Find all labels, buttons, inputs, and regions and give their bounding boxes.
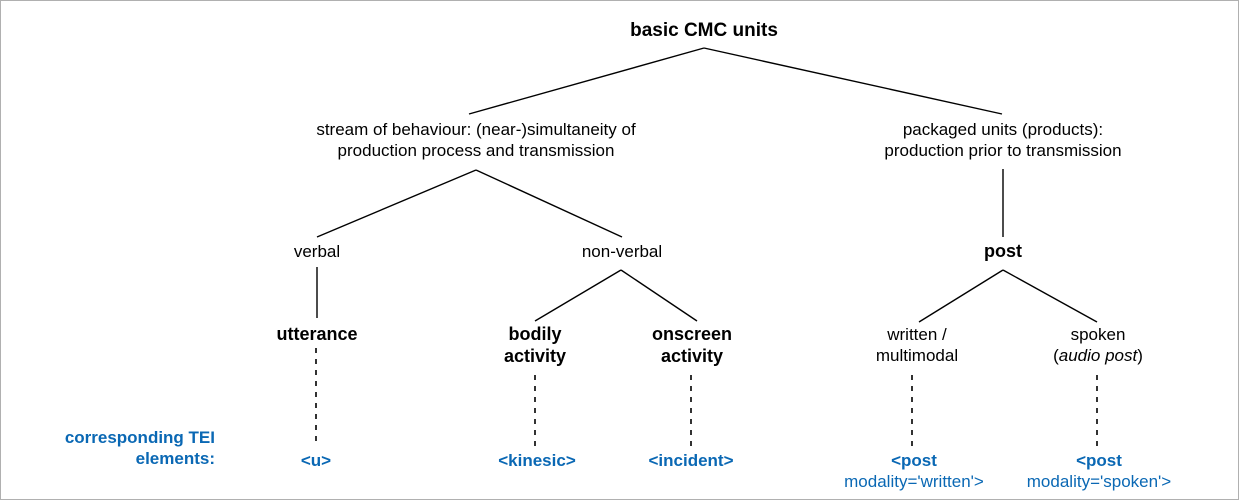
node-verbal-label: verbal — [293, 242, 341, 261]
node-onscreen-activity-line2: activity — [660, 345, 724, 366]
tei-elements-caption-line1: corresponding TEI — [64, 428, 215, 447]
tei-element-incident-name: <incident> — [648, 451, 734, 470]
tei-element-post-spoken-attr: modality='spoken'> — [1026, 471, 1172, 491]
edge-nonverbal-to-bodily — [534, 269, 622, 322]
node-spoken-audio-post-line1: spoken — [1070, 325, 1126, 344]
node-stream-of-behaviour-line2: production process and transmission — [337, 140, 615, 160]
node-basic-cmc-units: basic CMC units — [630, 19, 778, 42]
edge-post-to-spoken — [1002, 269, 1098, 323]
tei-element-post-spoken-name: <post — [1076, 451, 1122, 470]
tei-element-post-spoken: <post modality='spoken'> — [1027, 451, 1171, 492]
node-utterance-label: utterance — [276, 324, 358, 344]
node-bodily-activity-line2: activity — [503, 345, 567, 366]
node-post: post — [984, 241, 1022, 263]
node-basic-cmc-units-label: basic CMC units — [630, 20, 778, 41]
node-written-multimodal-line2: multimodal — [875, 345, 959, 365]
node-utterance: utterance — [276, 324, 357, 346]
tei-elements-caption-line2: elements: — [135, 448, 215, 468]
edge-nonverbal-to-onscreen — [620, 269, 698, 322]
tei-element-post-written: <post modality='written'> — [844, 451, 984, 492]
node-spoken-audio-post: spoken (audio post) — [1053, 325, 1143, 366]
tei-element-post-written-attr: modality='written'> — [844, 471, 984, 491]
node-spoken-paren-close: ) — [1137, 345, 1143, 365]
node-stream-of-behaviour-line1: stream of behaviour: (near-)simultaneity… — [316, 120, 636, 139]
node-spoken-audio-post-italic: audio post — [1058, 345, 1138, 365]
node-bodily-activity-line1: bodily — [508, 324, 562, 344]
node-onscreen-activity: onscreen activity — [652, 324, 732, 368]
node-spoken-paren-open: ( — [1053, 345, 1059, 365]
tei-element-kinesic: <kinesic> — [498, 451, 576, 472]
node-spoken-audio-post-line2: (audio post) — [1053, 346, 1143, 367]
edge-stream-to-verbal — [316, 169, 477, 238]
tei-element-post-written-name: <post — [891, 451, 937, 470]
node-non-verbal: non-verbal — [582, 242, 662, 263]
edge-root-to-stream — [468, 47, 705, 115]
tei-elements-caption: corresponding TEI elements: — [15, 428, 215, 469]
node-verbal: verbal — [294, 242, 340, 263]
node-packaged-units-line2: production prior to transmission — [884, 140, 1122, 160]
node-packaged-units: packaged units (products): production pr… — [884, 120, 1121, 161]
node-packaged-units-line1: packaged units (products): — [902, 120, 1104, 139]
node-non-verbal-label: non-verbal — [581, 242, 663, 261]
tei-element-kinesic-name: <kinesic> — [498, 451, 576, 470]
node-written-multimodal-line1: written / — [887, 325, 947, 344]
node-post-label: post — [984, 241, 1022, 261]
node-written-multimodal: written / multimodal — [876, 325, 958, 366]
node-bodily-activity: bodily activity — [504, 324, 566, 368]
node-onscreen-activity-line1: onscreen — [651, 324, 733, 344]
tei-element-u-name: <u> — [300, 451, 332, 470]
tei-element-u: <u> — [301, 451, 331, 472]
edge-post-to-written — [918, 269, 1004, 323]
node-stream-of-behaviour: stream of behaviour: (near-)simultaneity… — [316, 120, 635, 161]
edge-root-to-packaged — [703, 47, 1003, 115]
tei-element-incident: <incident> — [648, 451, 733, 472]
edge-stream-to-nonverbal — [475, 169, 623, 238]
